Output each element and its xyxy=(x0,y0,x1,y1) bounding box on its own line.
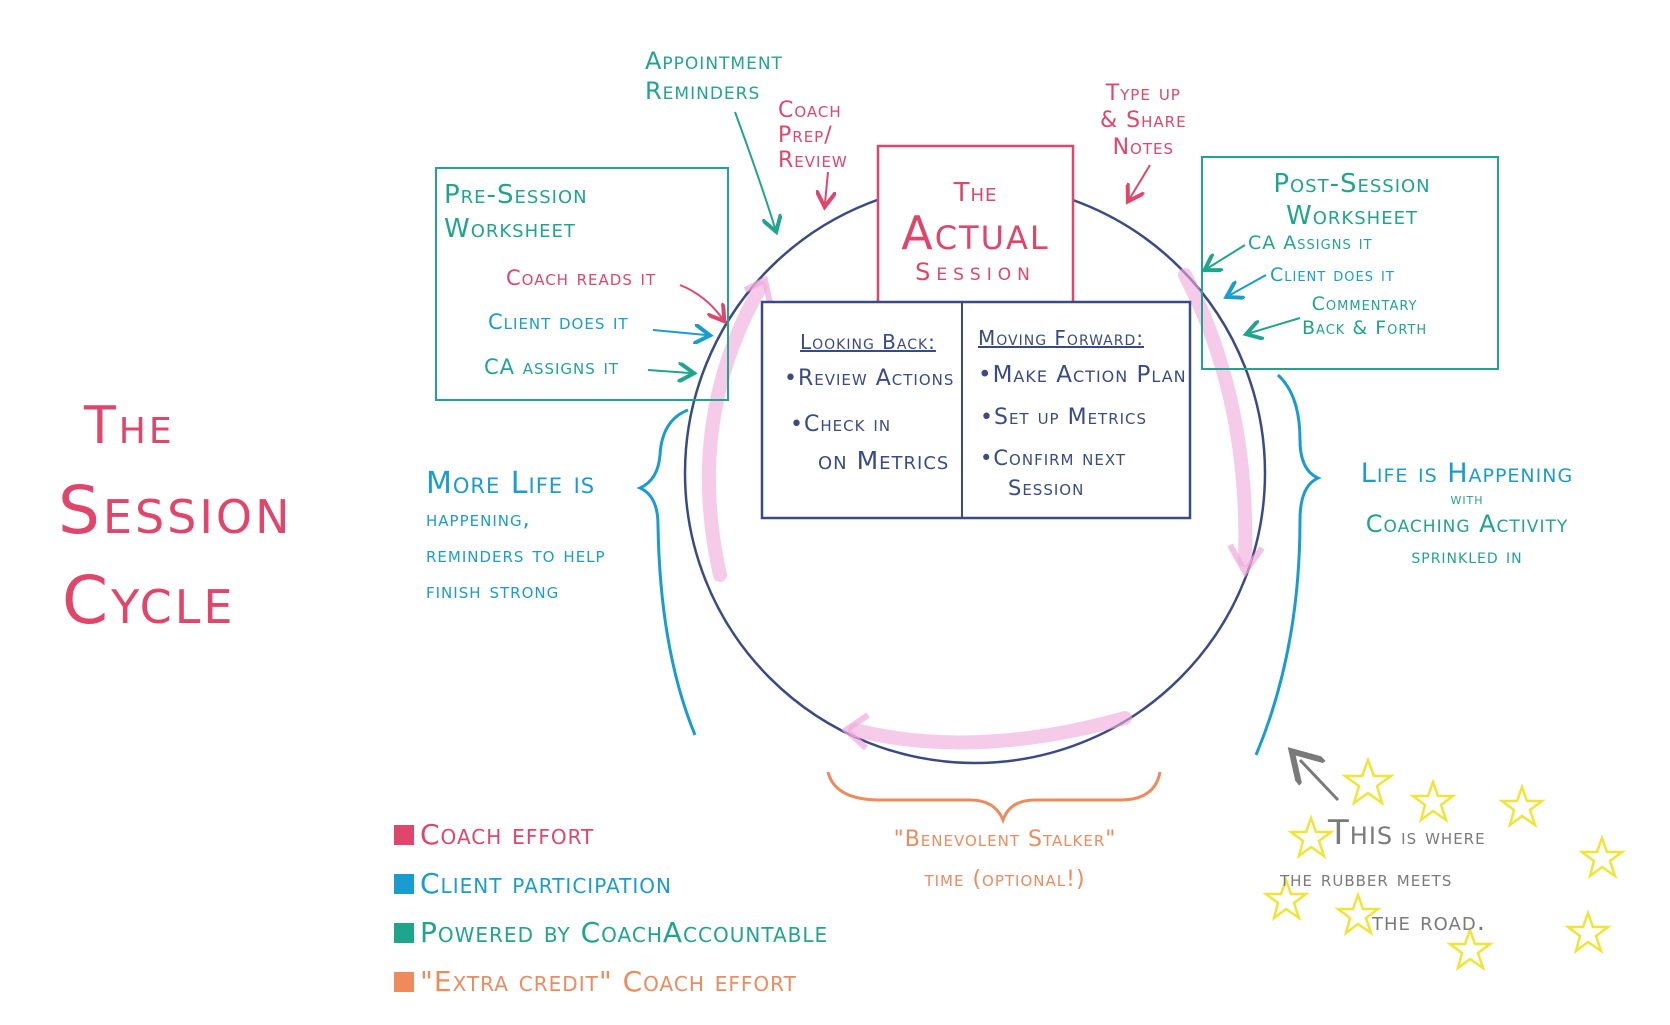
legend: Coach effort Client participation Powere… xyxy=(394,818,828,998)
arrow-road xyxy=(1300,760,1340,802)
arrow-type-up xyxy=(1130,164,1151,198)
legend-swatch xyxy=(394,824,414,845)
post-session-item-client-does: Client does it xyxy=(1270,264,1395,286)
moving-forward-item: •Set up Metrics xyxy=(980,405,1148,430)
title-line-2: Session xyxy=(58,472,293,549)
star-icon xyxy=(1446,926,1494,972)
moving-forward-item: Session xyxy=(1008,476,1085,500)
star-icon xyxy=(1334,891,1382,937)
looking-back-item: on Metrics xyxy=(818,446,950,475)
moving-forward-item: •Confirm next xyxy=(980,446,1127,470)
stars-group xyxy=(1262,756,1626,972)
pre-session-item-client-does: Client does it xyxy=(488,310,629,334)
road-text: This is where the rubber meets the road. xyxy=(1280,813,1486,937)
pre-session-title: Pre-Session Worksheet xyxy=(444,180,588,244)
post-session-item-ca-assigns: CA Assigns it xyxy=(1248,232,1373,254)
star-icon xyxy=(1564,909,1612,955)
post-session-item-commentary: Commentary Back & Forth xyxy=(1302,293,1428,339)
arrow-coach-reads xyxy=(679,284,722,318)
pre-session-box xyxy=(435,167,729,401)
arrow-ca-assigns xyxy=(647,370,690,373)
star-icon xyxy=(1578,834,1626,880)
right-brace xyxy=(1254,373,1322,756)
star-icon xyxy=(1262,876,1310,922)
legend-item-powered-by: Powered by CoachAccountable xyxy=(394,916,828,949)
bottom-brace-text: "Benevolent Stalker" time (optional!) xyxy=(893,827,1117,892)
looking-back-item: •Check in xyxy=(790,412,892,437)
arrow-client-does xyxy=(652,330,706,335)
star-icon xyxy=(1498,783,1546,829)
pre-session-item-ca-assigns: CA assigns it xyxy=(484,355,620,379)
post-session-title: Post-Session Worksheet xyxy=(1273,169,1431,231)
note-type-up-share-notes: Type up & Share Notes xyxy=(1100,81,1187,160)
title-line-3: Cycle xyxy=(62,562,236,639)
right-brace-text: Life is Happening with Coaching Activity… xyxy=(1360,458,1574,568)
note-coach-prep-review: Coach Prep/ Review xyxy=(778,98,848,173)
bottom-brace xyxy=(826,771,1162,825)
left-brace xyxy=(636,408,697,736)
looking-back-heading: Looking Back: xyxy=(800,330,936,354)
title-line-1: The xyxy=(84,396,175,456)
star-icon xyxy=(1341,756,1395,807)
star-icon xyxy=(1409,778,1457,824)
moving-forward-heading: Moving Forward: xyxy=(978,326,1144,350)
legend-item-extra-credit: "Extra credit" Coach effort xyxy=(394,965,828,998)
star-icon xyxy=(1287,814,1335,860)
looking-back-item: •Review Actions xyxy=(784,366,955,391)
cycle-arrow-left xyxy=(701,281,767,582)
arrow-client-does-post xyxy=(1230,274,1267,295)
arrow-commentary xyxy=(1250,317,1301,333)
legend-swatch xyxy=(394,873,414,894)
session-content-box xyxy=(760,300,1192,520)
left-brace-text: More Life is happening, reminders to hel… xyxy=(426,466,606,604)
note-appointment-reminders: Appointment Reminders xyxy=(645,47,783,105)
cycle-arrow-right xyxy=(1178,268,1253,567)
legend-swatch xyxy=(394,922,414,943)
moving-forward-item: •Make Action Plan xyxy=(978,362,1187,388)
legend-item-coach-effort: Coach effort xyxy=(394,818,828,851)
arrow-appointment-reminders xyxy=(734,111,775,228)
pre-session-item-coach-reads: Coach reads it xyxy=(506,266,657,290)
legend-swatch xyxy=(394,971,414,992)
actual-session-label: The Actual Session xyxy=(901,178,1050,286)
arrow-coach-prep xyxy=(825,171,828,203)
arrow-ca-assigns-post xyxy=(1208,244,1246,268)
legend-item-client-participation: Client participation xyxy=(394,867,828,900)
actual-session-box xyxy=(876,144,1075,318)
cycle-arrow-bottom xyxy=(848,711,1132,750)
